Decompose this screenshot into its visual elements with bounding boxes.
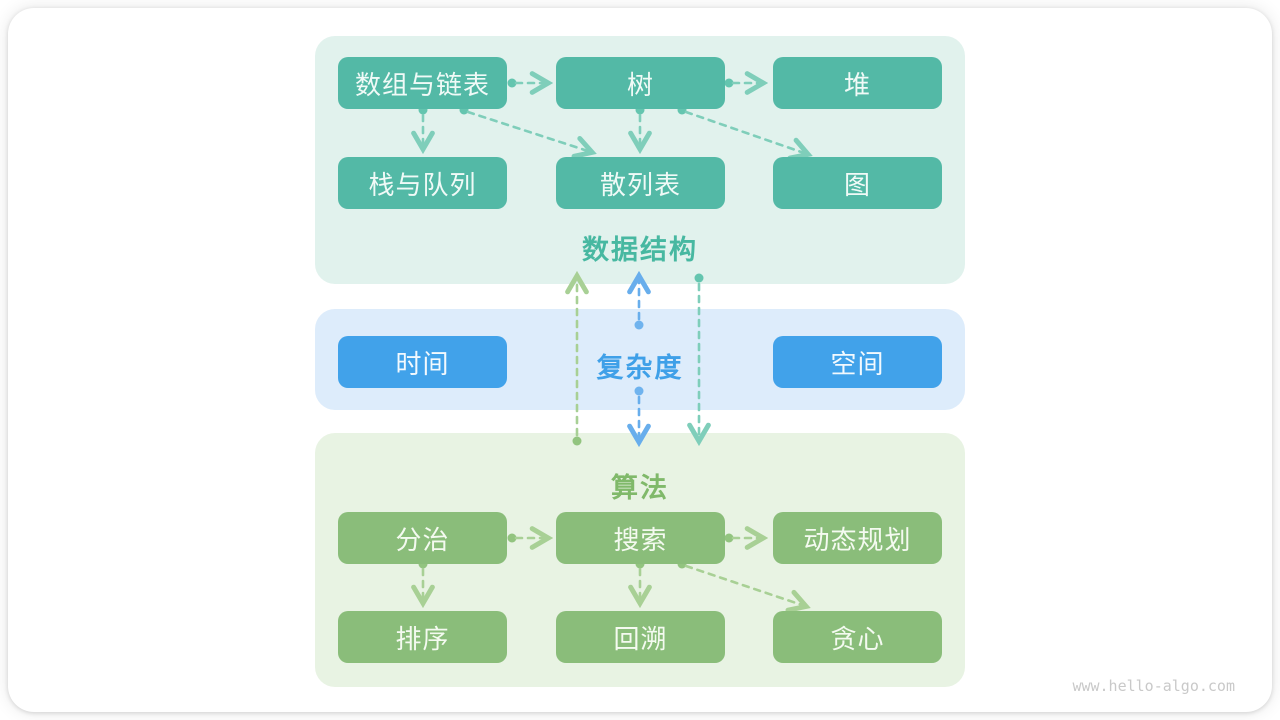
node-search: 搜索 [556,512,725,564]
node-space: 空间 [773,336,942,388]
node-graph: 图 [773,157,942,209]
node-arrays-linked-lists: 数组与链表 [338,57,507,109]
node-backtracking: 回溯 [556,611,725,663]
node-sorting: 排序 [338,611,507,663]
node-tree: 树 [556,57,725,109]
site-watermark: www.hello-algo.com [1072,677,1235,695]
node-heap: 堆 [773,57,942,109]
node-stack-queue: 栈与队列 [338,157,507,209]
node-dynamic-programming: 动态规划 [773,512,942,564]
node-greedy: 贪心 [773,611,942,663]
node-time: 时间 [338,336,507,388]
complexity-label: 复杂度 [596,353,684,383]
data-structures-label: 数据结构 [582,235,698,265]
node-divide-conquer: 分治 [338,512,507,564]
algorithms-label: 算法 [611,473,669,503]
node-hash-table: 散列表 [556,157,725,209]
